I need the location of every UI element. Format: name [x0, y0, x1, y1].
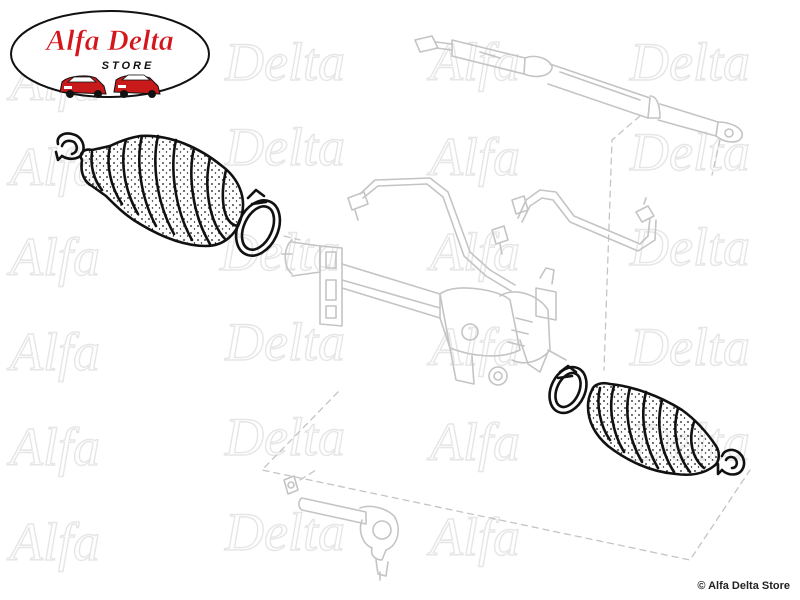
hydraulic-pipe-right [511, 189, 657, 252]
faded-parts [261, 35, 751, 581]
small-clip-left [54, 132, 85, 162]
alfa-delta-store-logo: Alfa Delta STORE [10, 10, 210, 98]
rack-shaft-part [414, 35, 743, 143]
rack-housing [281, 239, 567, 386]
leader-lines [261, 115, 751, 561]
bellows-boot-left [79, 134, 245, 248]
clamp-ring-right [548, 364, 588, 415]
bellows-boot-right [586, 381, 721, 477]
hydraulic-pipe-left [347, 177, 516, 292]
tie-rod-end [283, 475, 399, 581]
car-icon [113, 74, 161, 98]
logo-brand-text: Alfa Delta [44, 24, 174, 57]
copyright-text: © Alfa Delta Store [697, 580, 790, 592]
clamp-ring-left [234, 188, 282, 257]
small-clip-right [716, 448, 746, 476]
logo-store-text: STORE [102, 60, 155, 72]
pipe-fitting [491, 225, 509, 255]
car-icon [59, 75, 107, 98]
highlighted-parts [54, 132, 746, 477]
